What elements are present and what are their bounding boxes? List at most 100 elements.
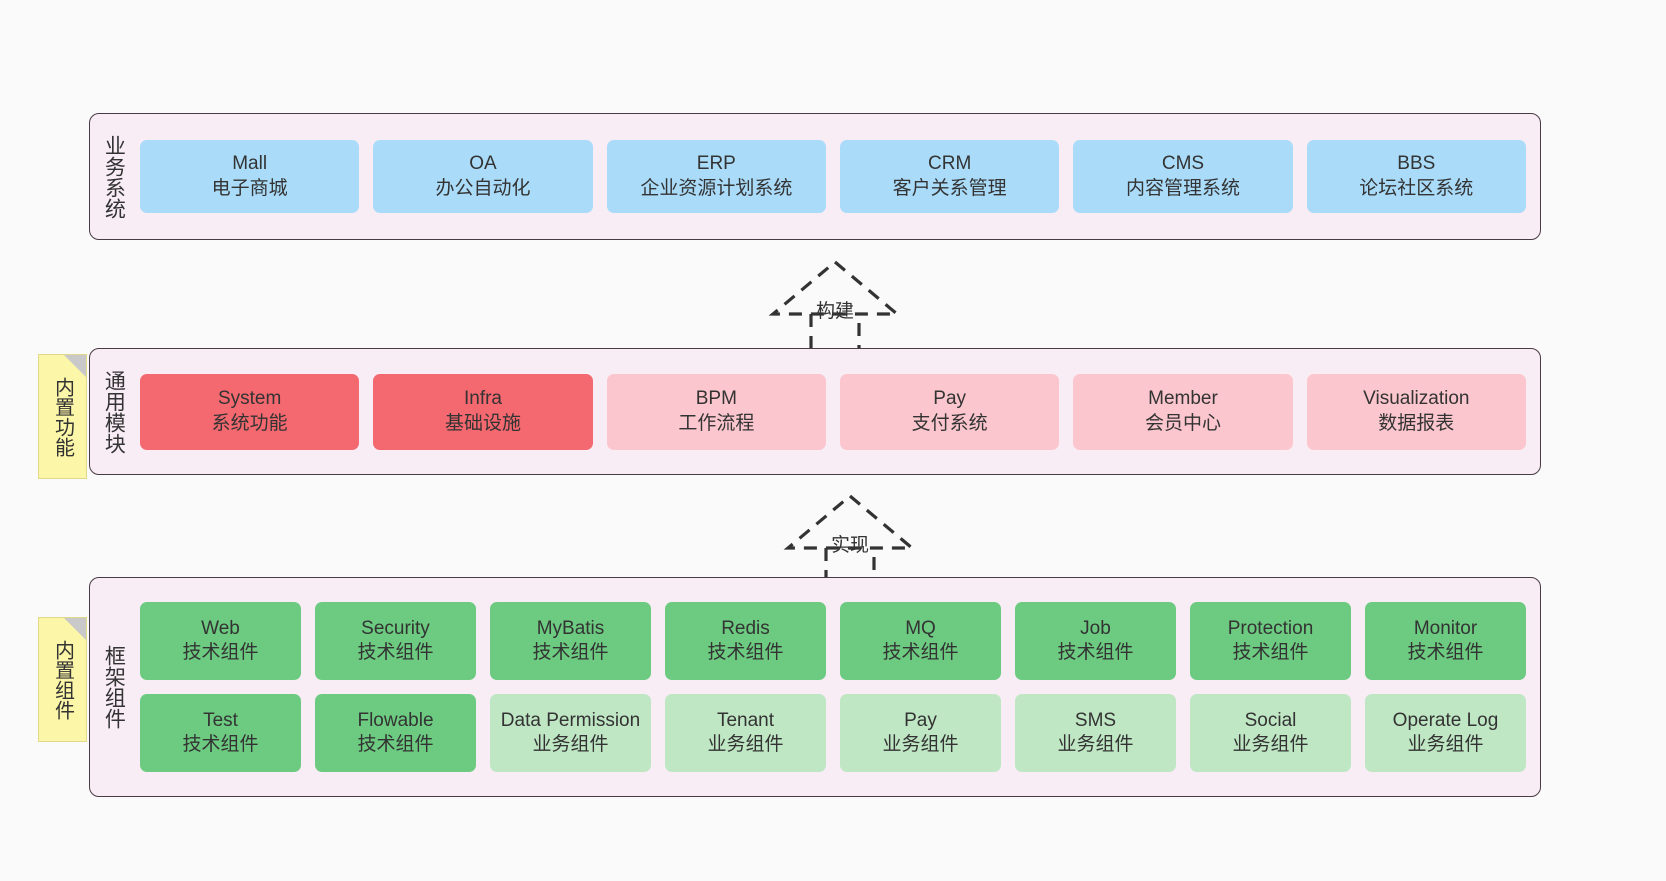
box-title: Mall <box>232 153 268 175</box>
box-subtitle: 技术组件 <box>182 642 259 663</box>
box-pay-module[interactable]: Pay 支付系统 <box>839 373 1060 450</box>
box-oa[interactable]: OA 办公自动化 <box>373 140 593 213</box>
box-subtitle: 技术组件 <box>1232 642 1309 663</box>
box-data-permission[interactable]: Data Permission 业务组件 <box>490 694 651 772</box>
box-infra[interactable]: Infra 基础设施 <box>373 373 593 450</box>
box-title: Flowable <box>357 709 434 731</box>
box-subtitle: 数据报表 <box>1378 412 1455 434</box>
box-redis[interactable]: Redis 技术组件 <box>665 602 826 680</box>
box-monitor[interactable]: Monitor 技术组件 <box>1365 602 1526 680</box>
note-builtin-components: 内置组件 <box>38 617 87 742</box>
box-pay-component[interactable]: Pay 业务组件 <box>840 694 1001 772</box>
box-mybatis[interactable]: MyBatis 技术组件 <box>490 602 651 680</box>
note-label: 内置功能 <box>51 376 74 457</box>
box-title: Job <box>1080 617 1111 639</box>
box-title: Pay <box>933 388 967 410</box>
box-title: MyBatis <box>536 617 605 639</box>
box-title: Infra <box>463 388 502 410</box>
box-social[interactable]: Social 业务组件 <box>1190 694 1351 772</box>
box-subtitle: 工作流程 <box>678 412 755 434</box>
box-title: CRM <box>928 153 972 175</box>
box-title: MQ <box>905 617 936 639</box>
note-fold-corner-icon <box>64 355 86 377</box>
box-title: ERP <box>696 153 736 175</box>
box-erp[interactable]: ERP 企业资源计划系统 <box>606 140 826 213</box>
box-tenant[interactable]: Tenant 业务组件 <box>665 694 826 772</box>
box-subtitle: 基础设施 <box>444 412 521 434</box>
box-subtitle: 业务组件 <box>1057 734 1134 755</box>
connector-build-label: 构建 <box>815 301 855 322</box>
box-subtitle: 系统功能 <box>211 412 288 434</box>
box-security[interactable]: Security 技术组件 <box>315 602 476 680</box>
note-fold-corner-icon <box>64 618 86 640</box>
box-title: SMS <box>1074 709 1117 731</box>
box-web[interactable]: Web 技术组件 <box>140 602 301 680</box>
box-subtitle: 业务组件 <box>532 734 609 755</box>
box-job[interactable]: Job 技术组件 <box>1015 602 1176 680</box>
box-subtitle: 支付系统 <box>911 412 988 434</box>
box-subtitle: 技术组件 <box>357 642 434 663</box>
box-subtitle: 技术组件 <box>1057 642 1134 663</box>
box-subtitle: 技术组件 <box>882 642 959 663</box>
connector-implement-label: 实现 <box>830 535 870 556</box>
box-operate-log[interactable]: Operate Log 业务组件 <box>1365 694 1526 772</box>
note-builtin-features: 内置功能 <box>38 354 87 479</box>
box-subtitle: 内容管理系统 <box>1125 177 1240 199</box>
box-title: System <box>217 388 282 410</box>
box-crm[interactable]: CRM 客户关系管理 <box>839 140 1060 213</box>
box-title: Visualization <box>1363 388 1470 410</box>
box-subtitle: 业务组件 <box>707 734 784 755</box>
box-cms[interactable]: CMS 内容管理系统 <box>1073 140 1293 213</box>
box-protection[interactable]: Protection 技术组件 <box>1190 602 1351 680</box>
box-title: CMS <box>1161 153 1205 175</box>
box-bbs[interactable]: BBS 论坛社区系统 <box>1306 140 1526 213</box>
box-test[interactable]: Test 技术组件 <box>140 694 301 772</box>
box-mall[interactable]: Mall 电子商城 <box>140 140 360 213</box>
box-visualization[interactable]: Visualization 数据报表 <box>1306 373 1526 450</box>
box-title: Redis <box>721 617 770 639</box>
box-bpm[interactable]: BPM 工作流程 <box>606 373 826 450</box>
box-title: Member <box>1148 388 1218 410</box>
box-title: Operate Log <box>1392 709 1499 731</box>
box-system[interactable]: System 系统功能 <box>140 373 360 450</box>
box-row: Test 技术组件 Flowable 技术组件 Data Permission … <box>140 694 1526 772</box>
box-subtitle: 电子商城 <box>211 177 288 199</box>
layer-business-system: 业务系统 Mall 电子商城 OA 办公自动化 ERP 企业资源计划系统 CRM… <box>89 113 1541 240</box>
box-subtitle: 业务组件 <box>882 734 959 755</box>
box-flowable[interactable]: Flowable 技术组件 <box>315 694 476 772</box>
layer-title-business-system: 业务系统 <box>102 134 126 219</box>
box-title: Test <box>203 709 238 731</box>
box-sms[interactable]: SMS 业务组件 <box>1015 694 1176 772</box>
box-subtitle: 业务组件 <box>1407 734 1484 755</box>
box-title: Social <box>1244 709 1297 731</box>
box-subtitle: 技术组件 <box>532 642 609 663</box>
box-mq[interactable]: MQ 技术组件 <box>840 602 1001 680</box>
box-title: BPM <box>695 388 737 410</box>
layer-body-framework-components: Web 技术组件 Security 技术组件 MyBatis 技术组件 Redi… <box>136 578 1540 796</box>
box-subtitle: 办公自动化 <box>435 177 531 199</box>
box-row: System 系统功能 Infra 基础设施 BPM 工作流程 Pay 支付系统… <box>140 373 1526 450</box>
box-title: Monitor <box>1413 617 1478 639</box>
box-subtitle: 技术组件 <box>707 642 784 663</box>
box-subtitle: 企业资源计划系统 <box>640 177 793 199</box>
layer-body-common-modules: System 系统功能 Infra 基础设施 BPM 工作流程 Pay 支付系统… <box>136 349 1540 474</box>
box-subtitle: 客户关系管理 <box>892 177 1007 199</box>
box-subtitle: 技术组件 <box>182 734 259 755</box>
box-subtitle: 技术组件 <box>357 734 434 755</box>
box-title: Pay <box>904 709 937 731</box>
box-title: BBS <box>1397 153 1436 175</box>
box-title: Security <box>361 617 430 639</box>
box-member[interactable]: Member 会员中心 <box>1073 373 1293 450</box>
box-row: Web 技术组件 Security 技术组件 MyBatis 技术组件 Redi… <box>140 602 1526 680</box>
box-subtitle: 技术组件 <box>1407 642 1484 663</box>
box-subtitle: 业务组件 <box>1232 734 1309 755</box>
box-title: Tenant <box>716 709 775 731</box>
box-subtitle: 论坛社区系统 <box>1359 177 1474 199</box>
layer-framework-components: 框架组件 Web 技术组件 Security 技术组件 MyBatis 技术组件… <box>89 577 1541 797</box>
layer-common-modules: 通用模块 System 系统功能 Infra 基础设施 BPM 工作流程 Pay… <box>89 348 1541 475</box>
note-label: 内置组件 <box>51 639 74 720</box>
box-title: OA <box>469 153 497 175</box>
box-row: Mall 电子商城 OA 办公自动化 ERP 企业资源计划系统 CRM 客户关系… <box>140 140 1526 213</box>
box-title: Protection <box>1227 617 1314 639</box>
